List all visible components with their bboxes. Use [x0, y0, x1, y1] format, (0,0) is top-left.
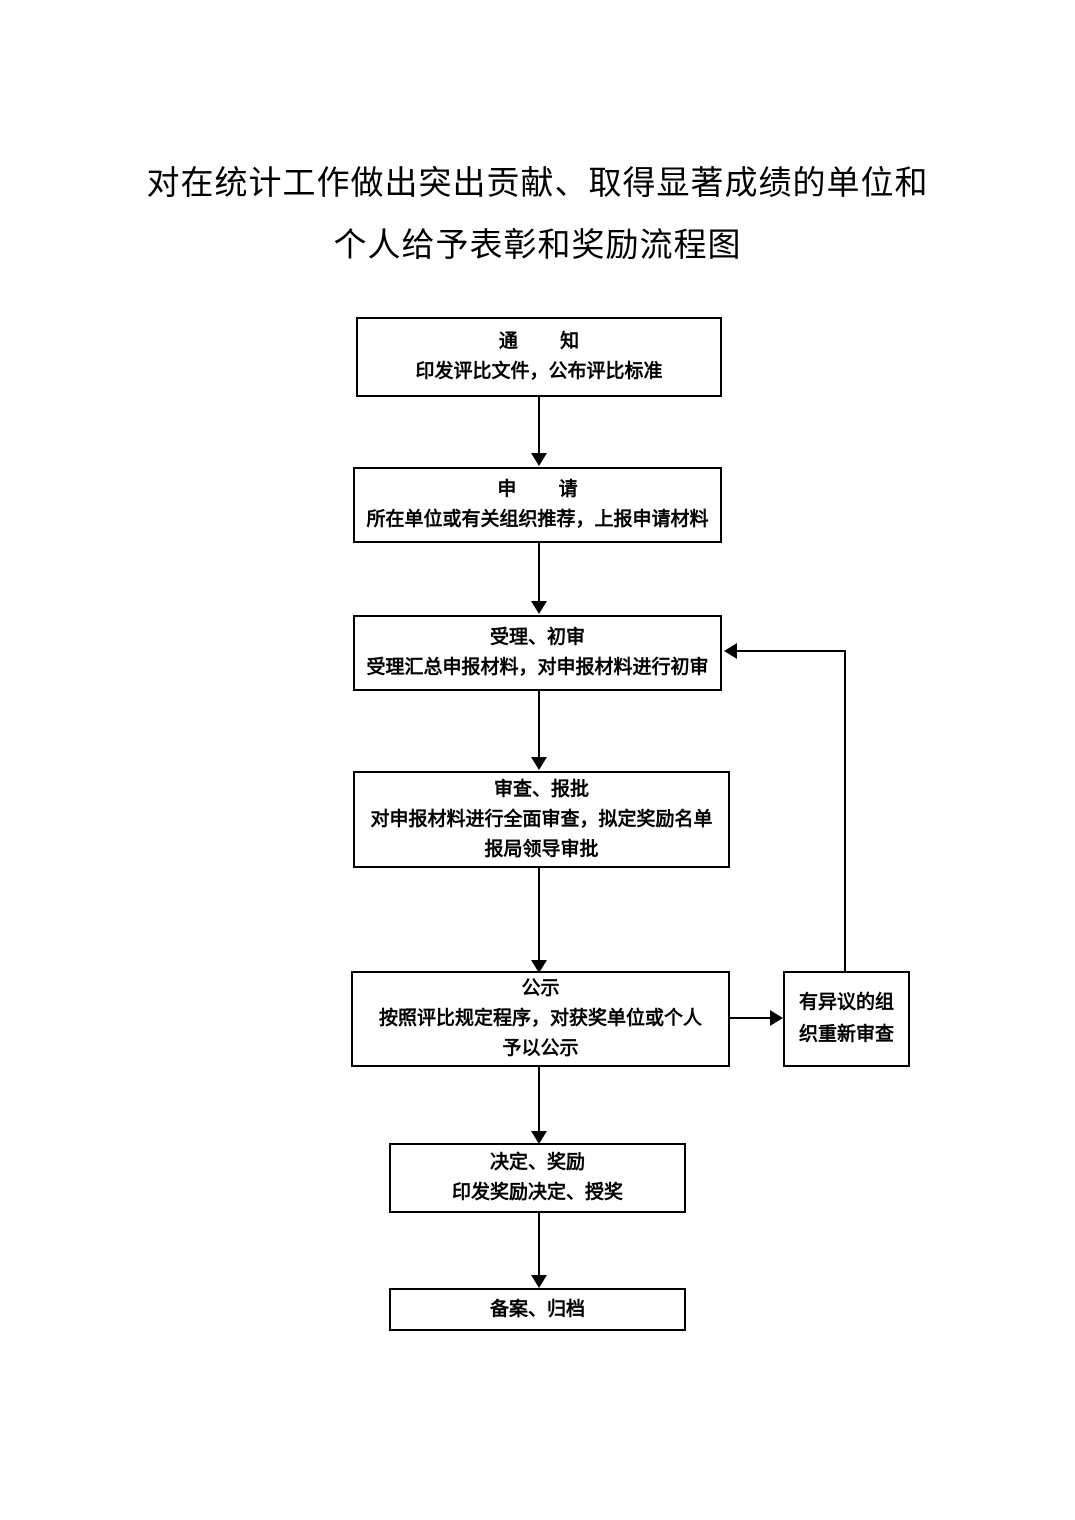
flow-node-review-approval[interactable]: 审查、报批 对申报材料进行全面审查，拟定奖励名单 报局领导审批	[353, 771, 730, 868]
flow-node-notice[interactable]: 通 知 印发评比文件，公布评比标准	[356, 317, 722, 397]
connector-publicity-to-decision	[538, 1067, 540, 1141]
flow-node-decision-award[interactable]: 决定、奖励 印发奖励决定、授奖	[389, 1143, 686, 1213]
flow-node-objection-recheck[interactable]: 有异议的组 织重新审查	[783, 971, 910, 1067]
flow-node-archive-heading: 备案、归档	[489, 1298, 585, 1320]
flow-node-decision-heading: 决定、奖励	[489, 1152, 585, 1173]
arrowhead-decision-to-archive	[531, 1275, 547, 1288]
connector-decision-to-archive	[538, 1213, 540, 1277]
flow-node-acceptance-line-1: 受理汇总申报材料，对申报材料进行初审	[366, 657, 709, 678]
arrowhead-publicity-to-decision	[531, 1131, 547, 1144]
connector-objection-feedback-horizontal	[737, 650, 845, 652]
flow-node-notice-heading: 通 知	[498, 331, 580, 352]
flow-node-objection-line-2: 织重新审查	[798, 1024, 894, 1045]
flow-node-publicity-heading: 公示	[521, 978, 560, 999]
page-title: 对在统计工作做出突出贡献、取得显著成绩的单位和 个人给予表彰和奖励流程图	[0, 152, 1075, 276]
arrowhead-acceptance-to-review	[531, 757, 547, 770]
flow-node-acceptance-preliminary-review[interactable]: 受理、初审 受理汇总申报材料，对申报材料进行初审	[353, 615, 722, 691]
flow-node-review-line-1: 对申报材料进行全面审查，拟定奖励名单	[370, 808, 713, 830]
flow-node-application[interactable]: 申 请 所在单位或有关组织推荐，上报申请材料	[353, 467, 722, 543]
connector-objection-feedback-vertical	[844, 650, 846, 971]
arrowhead-objection-feedback-to-acceptance	[724, 643, 737, 659]
flow-node-objection-line-1: 有异议的组	[798, 992, 894, 1013]
connector-acceptance-to-review	[538, 691, 540, 759]
connector-notice-to-application	[538, 397, 540, 455]
flow-node-publicity[interactable]: 公示 按照评比规定程序，对获奖单位或个人 予以公示	[351, 971, 730, 1067]
connector-review-to-publicity	[538, 868, 540, 968]
arrowhead-notice-to-application	[531, 453, 547, 466]
arrowhead-review-to-publicity	[531, 960, 547, 973]
arrowhead-publicity-to-objection	[770, 1010, 783, 1026]
flow-node-record-archive[interactable]: 备案、归档	[389, 1288, 686, 1331]
flow-node-decision-line-1: 印发奖励决定、授奖	[451, 1182, 623, 1203]
flow-node-acceptance-heading: 受理、初审	[489, 627, 585, 648]
flow-node-notice-line-1: 印发评比文件，公布评比标准	[415, 361, 663, 382]
connector-publicity-to-objection	[730, 1017, 772, 1019]
connector-application-to-acceptance	[538, 543, 540, 603]
flow-node-publicity-line-2: 予以公示	[502, 1038, 579, 1059]
arrowhead-application-to-acceptance	[531, 601, 547, 614]
page-title-line-1: 对在统计工作做出突出贡献、取得显著成绩的单位和	[146, 164, 929, 201]
flow-node-review-line-2: 报局领导审批	[484, 838, 599, 860]
flow-node-publicity-line-1: 按照评比规定程序，对获奖单位或个人	[378, 1008, 702, 1029]
flow-node-application-line-1: 所在单位或有关组织推荐，上报申请材料	[366, 509, 709, 530]
page-title-line-2: 个人给予表彰和奖励流程图	[333, 226, 742, 263]
flow-node-application-heading: 申 请	[497, 479, 578, 500]
flow-node-review-heading: 审查、报批	[493, 778, 589, 800]
